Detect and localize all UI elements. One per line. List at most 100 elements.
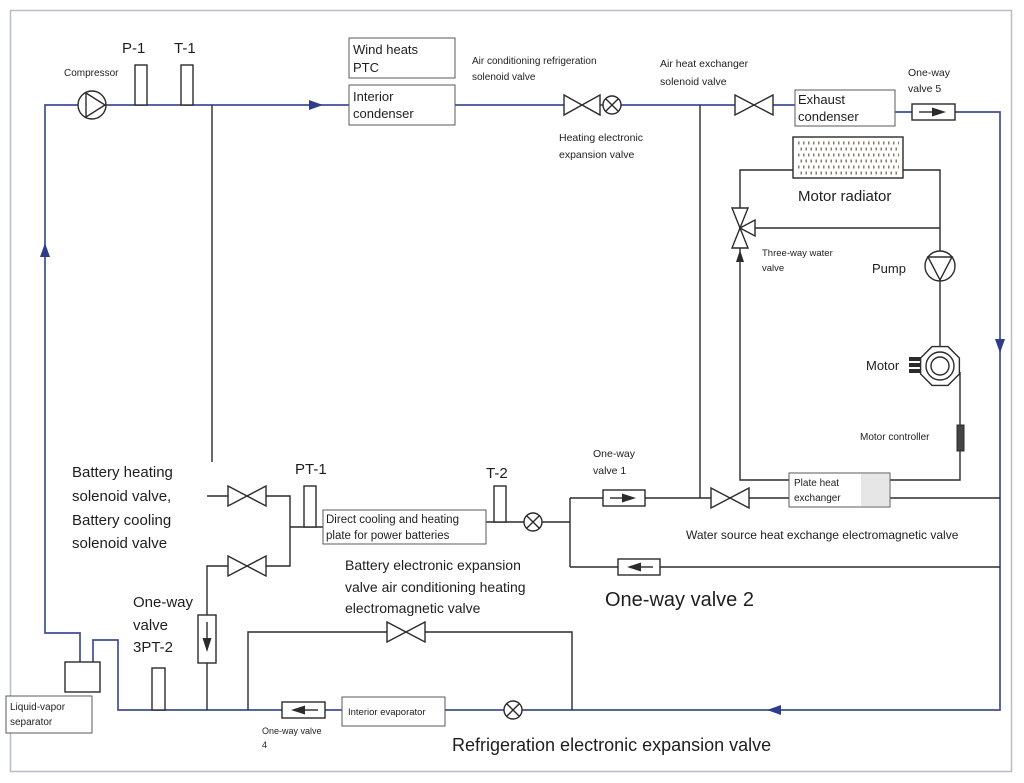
battery-cooling-plate-box xyxy=(322,509,487,545)
label-compressor: Compressor xyxy=(64,68,119,79)
label-battery-plate-line1: Direct cooling and heating xyxy=(326,514,459,526)
label-interior-condenser-line1: Interior xyxy=(353,89,394,104)
label-one-way-valve-3-line1: One-way xyxy=(133,594,194,611)
compressor-triangle xyxy=(85,91,107,119)
label-motor: Motor xyxy=(866,358,900,373)
label-one-way-valve-4-line1: One-way valve xyxy=(262,726,322,736)
label-t1: T-1 xyxy=(174,40,196,57)
label-p1: P-1 xyxy=(122,40,145,57)
liquid-vapor-separator-icon xyxy=(64,661,101,693)
one-way-valve-3-icon xyxy=(197,614,217,664)
label-one-way-valve-4-line2: 4 xyxy=(262,740,267,750)
one-way-valve-5-arrow xyxy=(932,107,946,117)
label-battery-eev-heating-valve-line2: valve air conditioning heating xyxy=(345,579,526,595)
label-motor-radiator: Motor radiator xyxy=(798,188,891,205)
sensor-p1 xyxy=(134,64,148,106)
motor-terminal-2 xyxy=(909,363,921,367)
label-refrigeration-expansion-valve: Refrigeration electronic expansion valve xyxy=(452,735,771,755)
three-way-water-valve-icon xyxy=(730,207,756,249)
label-interior-evaporator: Interior evaporator xyxy=(348,707,426,718)
motor-icon xyxy=(909,345,961,387)
label-plate-hx-line1: Plate heat xyxy=(794,478,839,489)
heating-expansion-valve-icon xyxy=(602,95,622,115)
coolant-radiator-loop xyxy=(739,169,941,251)
flow-arrow-down-right xyxy=(995,339,1005,353)
pipe-bottom-return xyxy=(92,639,282,711)
ac-heating-electromagnetic-valve-icon xyxy=(386,620,426,644)
motor-controller-icon xyxy=(956,424,965,452)
label-wind-heats-ptc-line2: PTC xyxy=(353,60,379,75)
label-ac-refrigeration-valve-line2: solenoid valve xyxy=(472,72,536,83)
label-exhaust-condenser-line1: Exhaust xyxy=(798,92,845,107)
label-battery-valves-line3: Battery cooling xyxy=(72,512,171,529)
flow-arrow-up-left xyxy=(40,243,50,257)
label-one-way-valve-2: One-way valve 2 xyxy=(605,589,754,611)
battery-expansion-valve-cross xyxy=(526,515,540,529)
label-battery-eev-heating-valve-line3: electromagnetic valve xyxy=(345,600,481,616)
label-pump: Pump xyxy=(872,261,906,276)
refrigerant-pipes xyxy=(44,104,1001,711)
flow-arrow-left-bottom xyxy=(767,705,781,715)
label-three-way-valve-line1: Three-way water xyxy=(762,248,833,259)
exhaust-condenser-box xyxy=(794,89,896,127)
one-way-valve-1-icon xyxy=(602,489,646,507)
one-way-valve-4-arrow xyxy=(291,705,305,715)
flow-arrows xyxy=(40,100,1005,715)
label-water-source-valve: Water source heat exchange electromagnet… xyxy=(686,528,959,542)
coolant-loop xyxy=(739,169,961,481)
coolant-flow-arrow-up xyxy=(736,250,744,262)
sensor-pt1 xyxy=(303,485,317,528)
label-one-way-valve-3-line3: 3PT-2 xyxy=(133,639,173,656)
pipe-compressor-suction xyxy=(44,104,81,662)
refrigeration-expansion-valve-icon xyxy=(503,700,523,720)
label-air-hx-valve-line1: Air heat exchanger xyxy=(660,58,749,70)
label-one-way-valve-5-line2: valve 5 xyxy=(908,83,941,95)
pump-icon xyxy=(924,250,956,282)
motor-rotor-inner xyxy=(930,356,950,376)
label-one-way-valve-1-line2: valve 1 xyxy=(593,465,626,477)
label-ac-refrigeration-valve-line1: Air conditioning refrigeration xyxy=(472,56,597,67)
battery-heating-solenoid-valve-icon xyxy=(227,484,267,508)
label-pt1: PT-1 xyxy=(295,461,327,478)
label-battery-valves-line1: Battery heating xyxy=(72,464,173,481)
label-separator-line1: Liquid-vapor xyxy=(10,702,66,713)
label-exhaust-condenser-line2: condenser xyxy=(798,109,859,124)
sensor-t2 xyxy=(493,485,507,523)
one-way-valve-3-arrow xyxy=(202,638,212,652)
label-interior-condenser-line2: condenser xyxy=(353,106,414,121)
motor-radiator-icon xyxy=(792,136,904,179)
pipe-battery-cooling-line xyxy=(206,565,228,615)
label-one-way-valve-1-line1: One-way xyxy=(593,448,636,460)
label-battery-valves-line4: solenoid valve xyxy=(72,535,167,552)
motor-radiator-fins-a xyxy=(798,141,899,169)
sensor-3pt2 xyxy=(151,667,166,711)
pump-body xyxy=(924,250,956,282)
air-heat-exchanger-solenoid-valve-icon xyxy=(734,93,774,117)
coolant-controller-to-plate-hx xyxy=(890,451,961,481)
one-way-valve-1-arrow xyxy=(622,493,636,503)
flow-arrow-right-top xyxy=(309,100,323,110)
three-way-valve-top xyxy=(730,207,750,230)
interior-evaporator-box xyxy=(341,696,446,727)
motor-terminal-1 xyxy=(909,357,921,361)
ac-refrigeration-solenoid-valve-icon xyxy=(563,93,601,117)
label-battery-plate-line2: plate for power batteries xyxy=(326,530,450,542)
battery-cooling-solenoid-valve-icon xyxy=(227,554,267,578)
label-air-hx-valve-line2: solenoid valve xyxy=(660,76,727,88)
sensor-t1 xyxy=(180,64,194,106)
compressor-body xyxy=(77,90,107,120)
diagram-frame xyxy=(9,9,1013,773)
coolant-plate-hx-return xyxy=(739,248,789,481)
one-way-valve-5-icon xyxy=(911,103,956,121)
plate-heat-exchanger xyxy=(788,472,891,508)
wind-heats-ptc-box xyxy=(348,37,456,79)
pipe-ac-heating-bypass-right xyxy=(425,631,573,710)
plate-heat-exchanger-shading xyxy=(861,474,889,506)
label-battery-eev-heating-valve-line1: Battery electronic expansion xyxy=(345,557,521,573)
three-way-valve-side xyxy=(738,218,756,238)
one-way-valve-4-icon xyxy=(281,701,326,719)
water-source-valve-icon xyxy=(710,486,750,510)
interior-condenser-box xyxy=(348,84,456,126)
label-separator-line2: separator xyxy=(10,717,53,728)
